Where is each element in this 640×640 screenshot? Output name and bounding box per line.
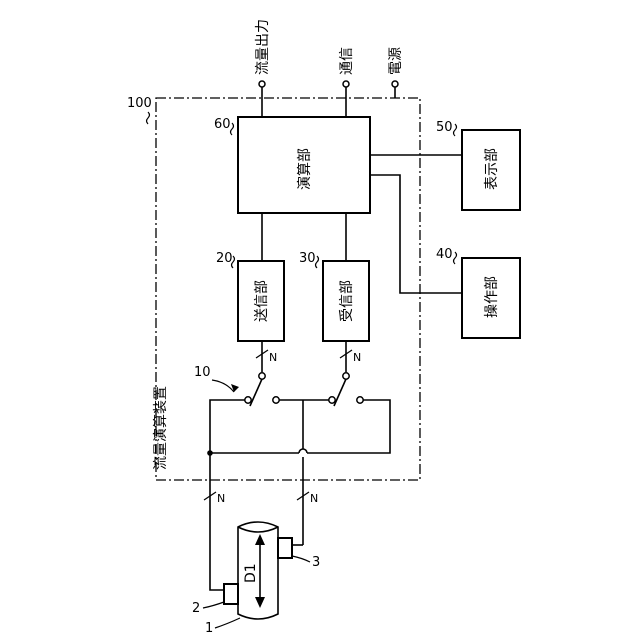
flow-output-terminal xyxy=(259,81,265,87)
sensor-b-ref: 3 xyxy=(312,555,320,570)
communication-label: 通信 xyxy=(339,47,355,75)
flow-output-label: 流量出力 xyxy=(255,19,271,75)
device-label: 流量演算装置 xyxy=(153,386,169,470)
sensor-a-wire-lower xyxy=(210,500,224,590)
power-terminal xyxy=(392,81,398,87)
transmit-bus-mark: N xyxy=(269,351,277,364)
switch2-return xyxy=(307,400,390,453)
operation-connection xyxy=(370,175,462,293)
sensor-a-wire-upper xyxy=(210,400,245,500)
switch1-contact-b xyxy=(273,397,279,403)
operation-ref: 40 xyxy=(436,247,453,262)
operation-ref-leader xyxy=(454,252,457,264)
receive-ref: 30 xyxy=(299,251,316,266)
compute-ref-leader xyxy=(231,123,234,135)
communication-terminal xyxy=(343,81,349,87)
flow-arrow-down xyxy=(255,597,265,608)
receive-label: 受信部 xyxy=(339,280,355,322)
switch2-arm xyxy=(334,379,346,406)
switch1-pivot xyxy=(259,373,265,379)
sensor-a-bus-mark: N xyxy=(217,492,225,505)
switch1-arm xyxy=(250,379,262,406)
display-ref-leader xyxy=(454,124,457,136)
switch1-contact-a xyxy=(245,397,251,403)
sensor-a xyxy=(224,584,238,604)
flow-label: D1 xyxy=(243,563,259,583)
switch-ref: 10 xyxy=(194,365,211,380)
transmit-label: 送信部 xyxy=(254,280,270,322)
wire-crossover xyxy=(299,449,307,453)
sensor-a-ref-leader xyxy=(203,602,224,608)
device-ref-leader xyxy=(147,112,150,124)
pipe-top-rim xyxy=(238,527,278,532)
compute-ref: 60 xyxy=(214,117,231,132)
switch2-contact-a xyxy=(329,397,335,403)
switch-ref-leader xyxy=(212,380,234,392)
sensor-b xyxy=(278,538,292,558)
operation-label: 操作部 xyxy=(484,276,500,318)
display-ref: 50 xyxy=(436,120,453,135)
device-ref-label: 100 xyxy=(127,96,152,111)
pipe-ref: 1 xyxy=(205,621,213,636)
flow-arrow-up xyxy=(255,534,265,545)
junction-dot xyxy=(207,450,213,456)
pipe-ref-leader xyxy=(215,618,240,628)
sensor-b-ref-leader xyxy=(292,556,310,562)
compute-label: 演算部 xyxy=(297,148,313,190)
sensor-b-bus-mark: N xyxy=(310,492,318,505)
switch2-pivot xyxy=(343,373,349,379)
display-label: 表示部 xyxy=(484,148,500,190)
receive-bus-mark: N xyxy=(353,351,361,364)
receive-ref-leader xyxy=(316,256,319,268)
power-label: 電源 xyxy=(388,47,404,75)
sensor-a-ref: 2 xyxy=(192,601,200,616)
transmit-ref: 20 xyxy=(216,251,233,266)
switch2-contact-b xyxy=(357,397,363,403)
